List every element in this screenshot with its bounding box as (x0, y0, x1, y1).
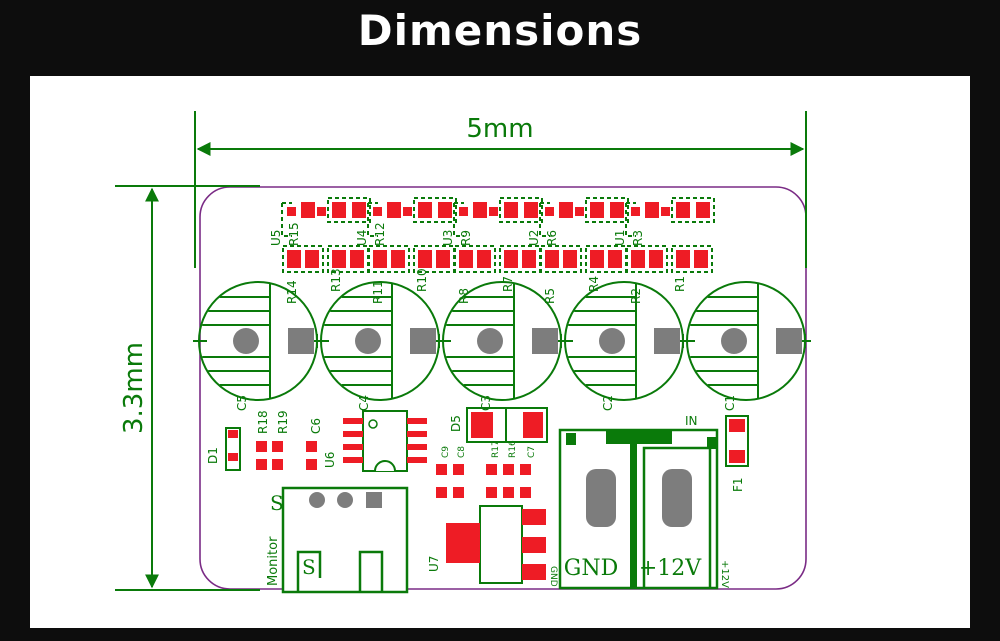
ic-label: U3 (441, 230, 455, 246)
ic-label: U4 (355, 230, 369, 246)
capacitor-label: C5 (235, 395, 249, 411)
resistor-label: R11 (371, 280, 385, 304)
pad-group (625, 197, 715, 273)
fuse-f1: F1 (725, 415, 749, 492)
monitor-connector: S S Monitor (266, 486, 409, 594)
svg-text:S: S (270, 491, 284, 515)
capacitor-label: C4 (357, 395, 371, 411)
ic-label: U2 (527, 230, 541, 246)
svg-text:+12V: +12V (719, 560, 730, 588)
svg-text:C8: C8 (457, 446, 467, 458)
ic-label: U5 (269, 230, 283, 246)
resistor-label: R7 (501, 276, 515, 292)
page-title: Dimensions (357, 6, 643, 55)
svg-text:R18: R18 (256, 410, 270, 434)
height-dimension: 3.3mm (115, 185, 260, 591)
resistor-pad-rows (281, 197, 715, 273)
svg-text:R19: R19 (276, 410, 290, 434)
ic-label: U1 (613, 230, 627, 246)
svg-text:GND: GND (564, 556, 618, 581)
resistor-label: R13 (329, 268, 343, 292)
power-terminal: IN GND +12V GND +12V (548, 414, 730, 590)
svg-text:C6: C6 (309, 418, 323, 434)
resistor-label: R3 (631, 230, 645, 246)
capacitor-c5: C5 (193, 281, 323, 411)
capacitor-label: C3 (479, 395, 493, 411)
resistor-label: R15 (287, 222, 301, 246)
svg-text:C9: C9 (441, 446, 451, 458)
svg-text:C7: C7 (527, 446, 537, 458)
resistor-label: R12 (373, 222, 387, 246)
svg-text:D5: D5 (449, 415, 463, 432)
width-label: 5mm (466, 114, 533, 144)
svg-text:U7: U7 (427, 556, 441, 572)
pad-group (539, 197, 629, 273)
resistor-label: R1 (673, 276, 687, 292)
height-label: 3.3mm (119, 342, 149, 434)
capacitor-label: C1 (723, 395, 737, 411)
small-smd-block: C9 C8 R17 R16 C7 (436, 440, 537, 498)
resistor-label: R9 (459, 230, 473, 246)
svg-text:Monitor: Monitor (266, 536, 281, 586)
resistor-label: R6 (545, 230, 559, 246)
capacitor-label: C2 (601, 395, 615, 411)
width-dimension: 5mm (194, 111, 807, 268)
capacitor-c2: C2 (559, 281, 689, 411)
svg-text:+12V: +12V (639, 556, 702, 581)
board-outline (199, 186, 807, 590)
svg-text:D1: D1 (206, 447, 220, 464)
capacitor-c1: C1 (681, 281, 811, 411)
svg-text:F1: F1 (731, 477, 745, 492)
diode-d1: D1 (206, 427, 241, 471)
pad-group (453, 197, 543, 273)
resistor-label: R10 (415, 268, 429, 292)
r18-r19-c6: R18 R19 C6 U6 (256, 410, 337, 470)
capacitor-row: C5 C4 C3 C2 C1 (193, 281, 811, 411)
svg-text:IN: IN (685, 414, 698, 428)
capacitor-c4: C4 (315, 281, 445, 411)
svg-text:S: S (302, 555, 316, 579)
diode-d5: D5 (449, 407, 548, 443)
svg-text:R17: R17 (491, 440, 501, 458)
ic-u7: U7 (427, 505, 546, 584)
pad-group (367, 197, 457, 273)
resistor-label: R5 (543, 288, 557, 304)
svg-text:R16: R16 (508, 440, 518, 458)
ic-u6 (343, 410, 427, 472)
svg-text:GND: GND (548, 566, 558, 587)
svg-text:U6: U6 (323, 452, 337, 468)
